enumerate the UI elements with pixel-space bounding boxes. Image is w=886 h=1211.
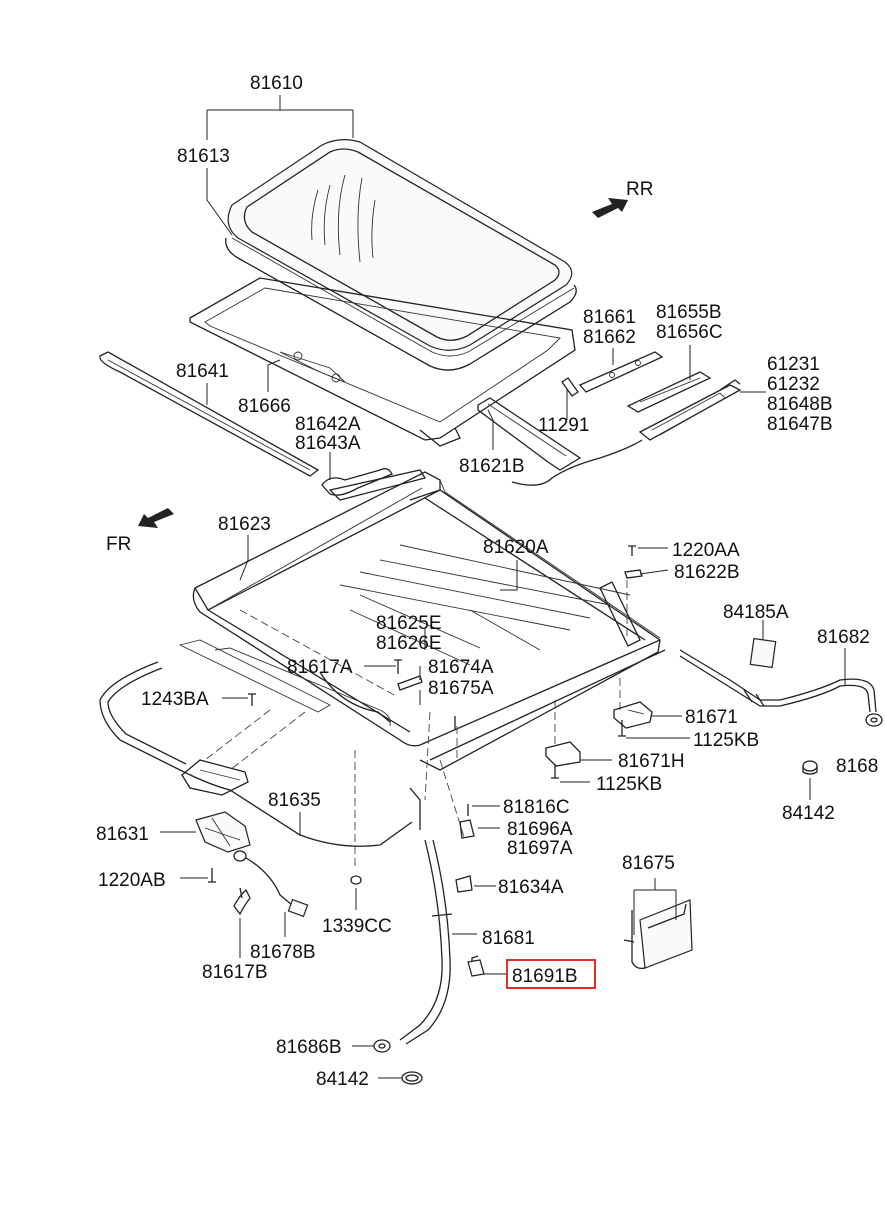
label-81642A: 81642A bbox=[295, 414, 361, 435]
motor-bracket bbox=[181, 759, 249, 796]
label-81620A: 81620A bbox=[483, 537, 549, 558]
label-81671H: 81671H bbox=[618, 751, 685, 772]
sunroof-glass-panel bbox=[225, 139, 577, 371]
label-84142-b: 84142 bbox=[316, 1069, 369, 1090]
label-81681: 81681 bbox=[482, 928, 535, 949]
label-81621B: 81621B bbox=[459, 456, 525, 477]
grommet-right-81686 bbox=[865, 713, 883, 727]
label-81666: 81666 bbox=[238, 396, 291, 417]
label-81675A: 81675A bbox=[428, 678, 494, 699]
drain-cable-rear bbox=[511, 439, 643, 486]
label-81680: 8168 bbox=[836, 756, 878, 777]
label-81686B: 81686B bbox=[276, 1037, 342, 1058]
grommet-84142-right bbox=[802, 760, 818, 775]
label-81675: 81675 bbox=[622, 853, 675, 874]
label-81691B: 81691B bbox=[512, 966, 578, 987]
drain-hose-81682 bbox=[679, 649, 877, 713]
label-84142-a: 84142 bbox=[782, 803, 835, 824]
dashed-leader-lines bbox=[204, 580, 628, 870]
rear-guide-81621B bbox=[477, 397, 582, 471]
label-81641: 81641 bbox=[176, 361, 229, 382]
label-61231: 61231 bbox=[767, 354, 820, 375]
label-81697A: 81697A bbox=[507, 838, 573, 859]
drain-hose-81681 bbox=[399, 787, 453, 1045]
rail-81661 bbox=[561, 351, 664, 397]
label-81634A: 81634A bbox=[498, 877, 564, 898]
leader-lines bbox=[160, 95, 846, 1079]
label-1220AB: 1220AB bbox=[98, 870, 166, 891]
label-fr: FR bbox=[106, 534, 131, 555]
label-81610: 81610 bbox=[250, 73, 303, 94]
clip-81634A bbox=[455, 875, 473, 893]
clip-81617B bbox=[233, 887, 251, 916]
label-81661: 81661 bbox=[583, 307, 636, 328]
label-81623: 81623 bbox=[218, 514, 271, 535]
label-81682: 81682 bbox=[817, 627, 870, 648]
label-61232: 61232 bbox=[767, 374, 820, 395]
label-1125KB-b: 1125KB bbox=[596, 774, 662, 795]
pad-84185A bbox=[749, 637, 777, 669]
label-81631: 81631 bbox=[96, 824, 149, 845]
label-81816C: 81816C bbox=[503, 797, 570, 818]
fasteners bbox=[208, 545, 643, 885]
label-81662: 81662 bbox=[583, 327, 636, 348]
label-81635: 81635 bbox=[268, 790, 321, 811]
label-81626E: 81626E bbox=[376, 633, 442, 654]
label-81671: 81671 bbox=[685, 707, 738, 728]
label-1125KB-a: 1125KB bbox=[693, 730, 759, 751]
label-rr: RR bbox=[626, 179, 653, 200]
grommet-81686B bbox=[373, 1039, 391, 1053]
rail-81655B bbox=[626, 371, 712, 413]
label-1243BA: 1243BA bbox=[141, 689, 209, 710]
label-81647B: 81647B bbox=[767, 414, 833, 435]
highlight-box-81691B bbox=[506, 959, 596, 989]
bag-81675 bbox=[623, 899, 693, 970]
clip-81691B bbox=[467, 955, 485, 977]
bracket-61231 bbox=[638, 379, 742, 441]
label-81613: 81613 bbox=[177, 146, 230, 167]
label-81674A: 81674A bbox=[428, 657, 494, 678]
label-81656C: 81656C bbox=[656, 322, 723, 343]
label-1220AA: 1220AA bbox=[672, 540, 740, 561]
bracket-81671H bbox=[545, 741, 581, 767]
label-81625E: 81625E bbox=[376, 613, 442, 634]
grommet-84142-bottom bbox=[401, 1071, 423, 1085]
label-81655B: 81655B bbox=[656, 302, 722, 323]
label-81678B: 81678B bbox=[250, 942, 316, 963]
part-labels: 81610 81613 81641 81666 81642A 81643A 81… bbox=[96, 73, 878, 1090]
molding-81642A bbox=[321, 468, 427, 501]
label-81617A: 81617A bbox=[287, 657, 353, 678]
label-81643A: 81643A bbox=[295, 433, 361, 454]
arrow-front-icon bbox=[138, 508, 174, 528]
label-81648B: 81648B bbox=[767, 394, 833, 415]
drain-hose-left bbox=[99, 661, 413, 847]
glass-frame-81666 bbox=[189, 277, 576, 447]
label-11291: 11291 bbox=[538, 415, 589, 436]
label-81622B: 81622B bbox=[674, 562, 740, 583]
motor-81631 bbox=[195, 811, 309, 918]
label-84185A: 84185A bbox=[723, 602, 789, 623]
arrow-rear-icon bbox=[592, 198, 628, 218]
seal-strip-81641 bbox=[99, 351, 320, 477]
label-81696A: 81696A bbox=[507, 819, 573, 840]
bracket-81671 bbox=[613, 701, 653, 729]
label-81617B: 81617B bbox=[202, 962, 268, 983]
label-1339CC: 1339CC bbox=[322, 916, 392, 937]
sunroof-main-frame bbox=[178, 471, 666, 771]
